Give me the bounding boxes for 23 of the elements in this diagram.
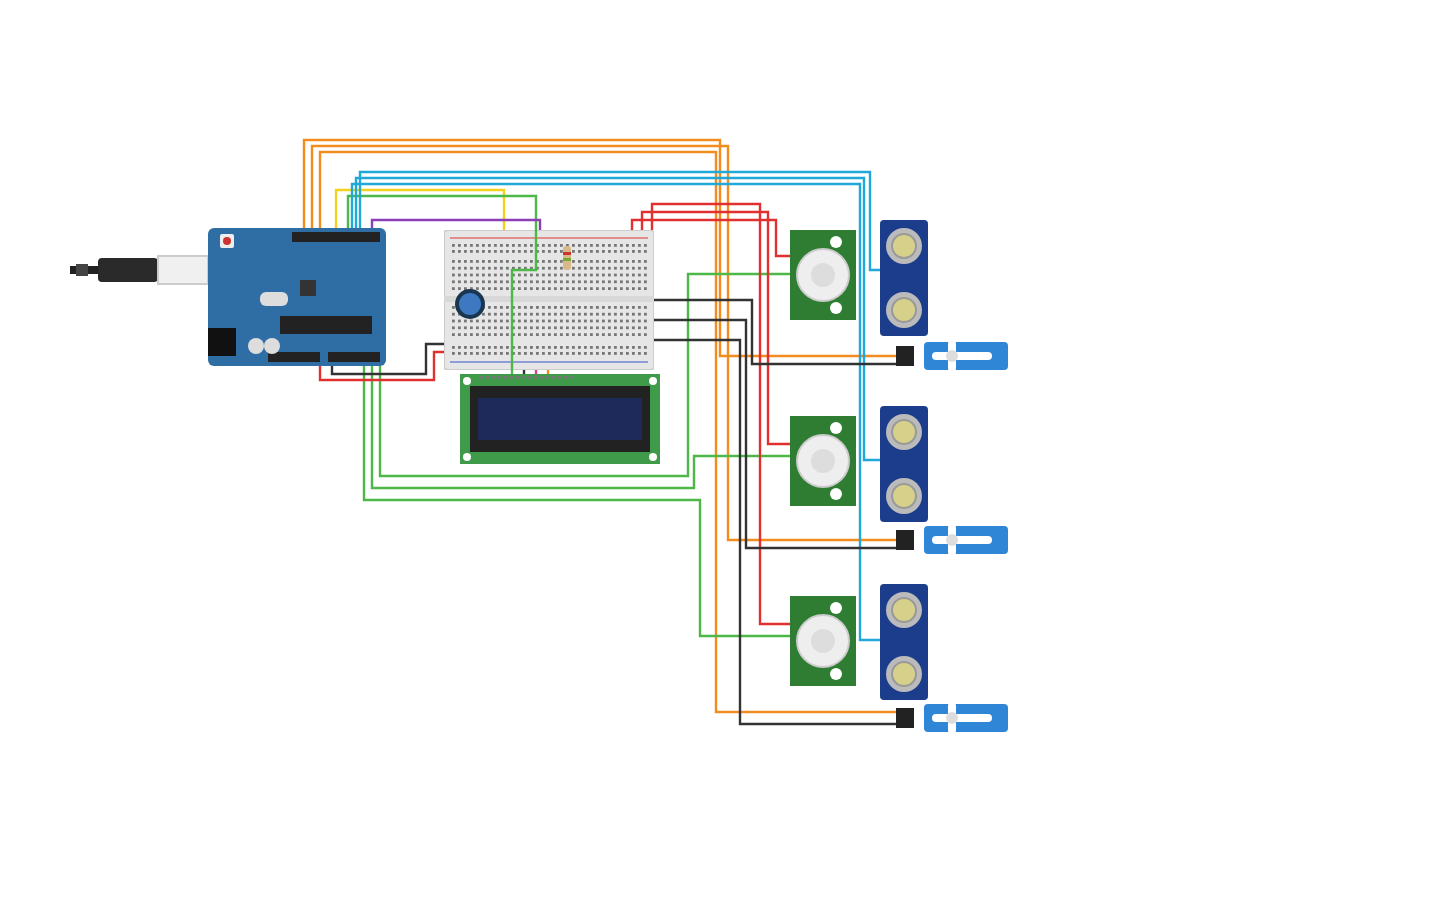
wire (370, 218, 542, 230)
wire (650, 202, 790, 626)
wire (370, 366, 790, 490)
wire (534, 370, 538, 374)
wire (310, 144, 896, 542)
wire (640, 210, 790, 446)
wire (350, 182, 880, 642)
wire (630, 218, 790, 258)
wire (358, 170, 880, 272)
wire (546, 370, 550, 374)
wire (378, 272, 790, 478)
wire (302, 138, 896, 358)
wire (522, 370, 526, 374)
wire (654, 338, 896, 726)
wire (654, 318, 896, 550)
wire (346, 194, 538, 374)
wire (362, 366, 790, 638)
wire (318, 350, 444, 382)
wire (334, 188, 506, 230)
wire (330, 342, 444, 376)
wire (354, 176, 880, 462)
wire (654, 298, 896, 366)
wire (318, 150, 896, 714)
